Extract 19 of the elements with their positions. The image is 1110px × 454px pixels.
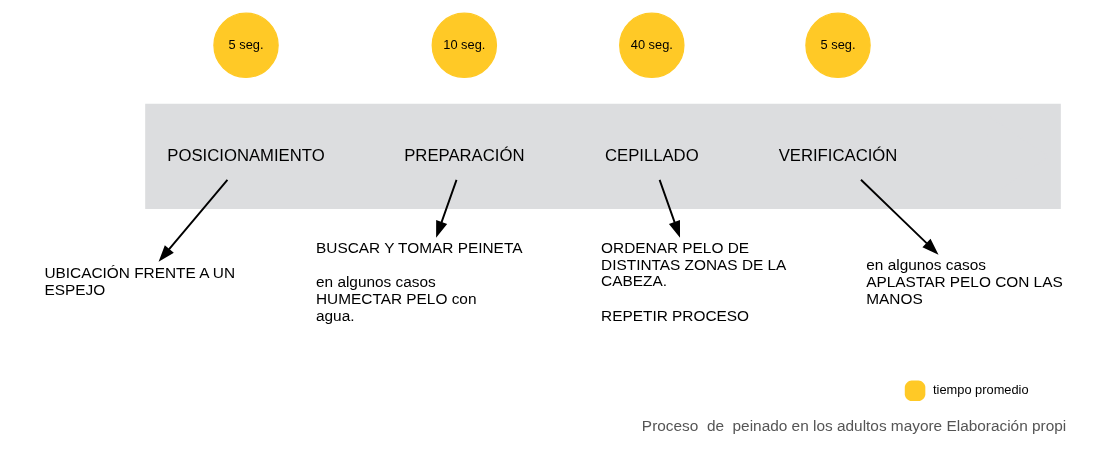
node-text: VERIFICACIÓN [778,145,897,165]
cluster [144,103,1061,209]
legend-label: tiempo promedio [932,381,1029,397]
node-text: ORDENAR PELO DE DISTINTAS ZONAS DE LA CABEZA. REPETIR PROCESO [600,238,786,324]
caption: Proceso de peinado en los adultos mayore Elaboración propi [641,417,1066,435]
node-circle: 5 seg. [804,12,871,79]
arrow [435,178,457,238]
node-text: PREPARACIÓN [403,145,524,165]
node-text: BUSCAR Y TOMAR PEINETA en algunos casos HUMECTAR PELO con agua. [315,238,522,324]
node-text: UBICACIÓN FRENTE A UN ESPEJO [43,264,235,299]
arrow [859,178,939,255]
node-circle: 5 seg. [212,12,279,79]
node-text: en algunos casos APLASTAR PELO CON LAS MANOS [865,256,1063,307]
arrow [658,178,680,238]
node-text: CEPILLADO [604,145,699,165]
node-text: POSICIONAMIENTO [166,145,325,165]
arrow [158,178,228,262]
node-circle: 10 seg. [431,12,497,79]
node-circle: 40 seg. [618,12,685,79]
